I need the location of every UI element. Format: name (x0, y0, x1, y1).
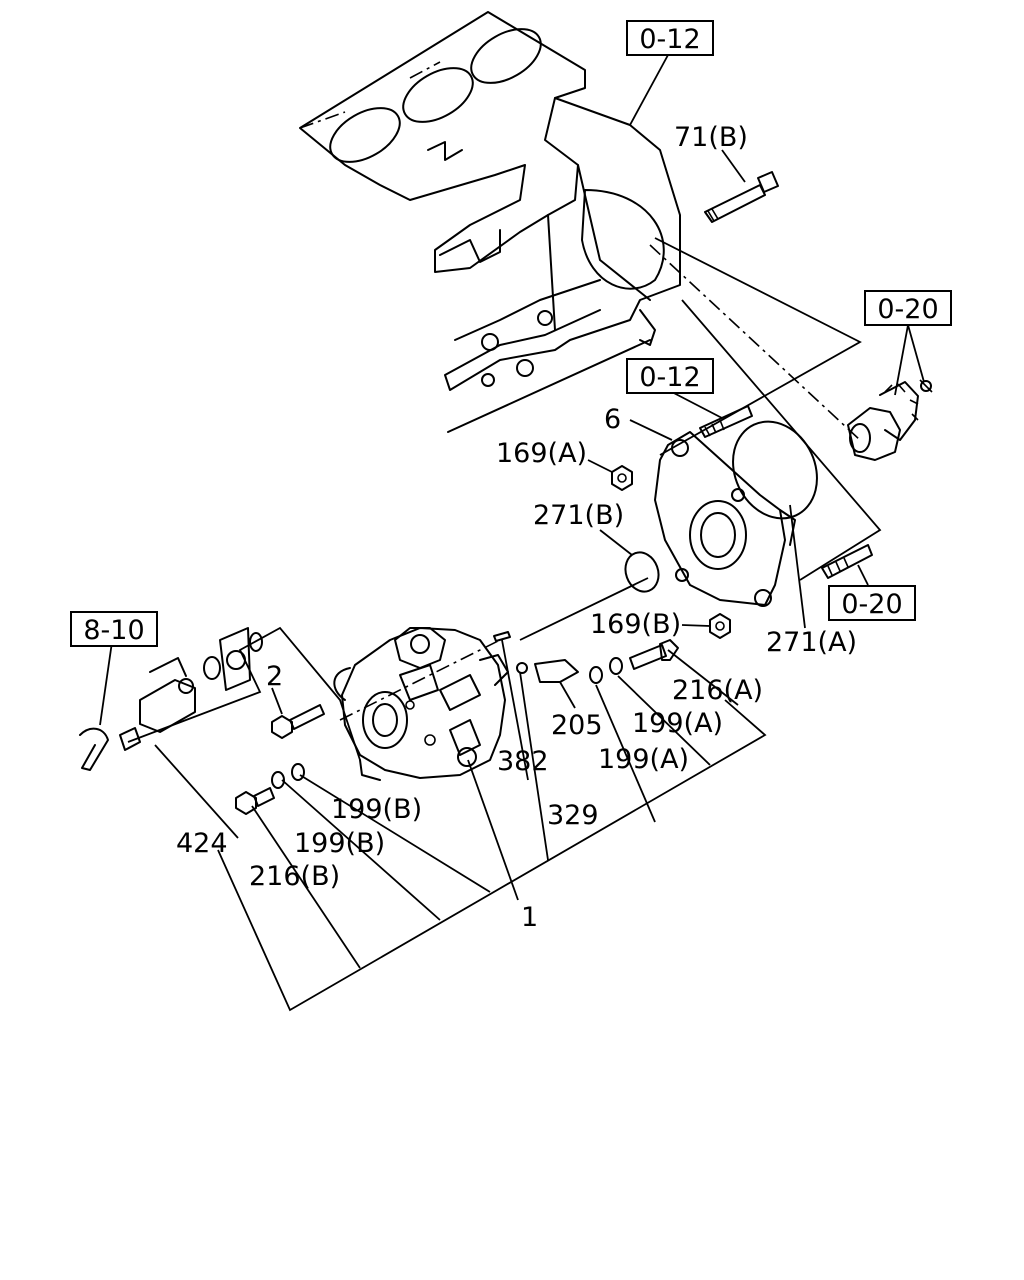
nut-169b (709, 613, 731, 639)
bolt-216b (235, 787, 275, 815)
label-2: 2 (266, 661, 283, 692)
oring-271b (624, 551, 660, 593)
washer-199b-1 (291, 763, 305, 781)
label-205: 205 (551, 710, 603, 741)
nut-169a (611, 465, 633, 491)
drive-gear (847, 379, 933, 461)
washer-199b-2 (271, 771, 285, 789)
label-199a-2: 199(A) (598, 744, 689, 775)
label-216a: 216(A) (672, 675, 763, 706)
callout-labels: 71(B) 6 169(A) 271(B) 169(B) 271(A) 2 21… (176, 122, 857, 933)
engine-block (299, 11, 681, 433)
ref-right-top-text: 0-20 (877, 294, 938, 325)
label-271b: 271(B) (533, 500, 624, 531)
label-382: 382 (497, 746, 549, 777)
label-169a: 169(A) (496, 438, 587, 469)
pump-bracket (654, 405, 873, 607)
label-199b-1: 199(B) (331, 794, 422, 825)
ref-top-text: 0-12 (639, 24, 700, 55)
injection-pump (333, 627, 509, 781)
sensor-205 (516, 659, 579, 683)
ref-box-middle: 0-12 (626, 358, 714, 394)
label-329: 329 (547, 800, 599, 831)
bolt-216a (629, 639, 679, 670)
label-199a-1: 199(A) (632, 708, 723, 739)
ref-box-left: 8-10 (70, 611, 158, 647)
leader-lines (99, 54, 925, 1012)
label-169b: 169(B) (590, 609, 681, 640)
label-424: 424 (176, 828, 228, 859)
label-71b: 71(B) (674, 122, 748, 153)
ref-middle-text: 0-12 (639, 362, 700, 393)
ref-left-text: 8-10 (83, 615, 144, 646)
ref-box-right-bottom: 0-20 (828, 585, 916, 621)
ref-box-top: 0-12 (626, 20, 714, 56)
ref-right-bottom-text: 0-20 (841, 589, 902, 620)
bolt-71b (704, 171, 779, 223)
label-1: 1 (521, 902, 538, 933)
pin-382 (493, 631, 511, 642)
suction-control-valve (79, 627, 263, 771)
ref-box-right-top: 0-20 (864, 290, 952, 326)
label-216b: 216(B) (249, 861, 340, 892)
label-199b-2: 199(B) (294, 828, 385, 859)
washer-199a-1 (589, 666, 603, 684)
washer-199a-2 (609, 657, 623, 675)
label-271a: 271(A) (766, 627, 857, 658)
label-6: 6 (604, 404, 621, 435)
bolt-2 (271, 704, 325, 739)
